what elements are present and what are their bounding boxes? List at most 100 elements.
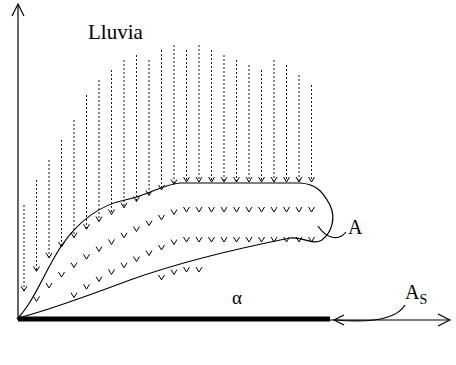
rain-label: Lluvia bbox=[88, 22, 143, 43]
rain-arrowhead bbox=[184, 177, 190, 182]
rain-arrowhead bbox=[234, 237, 240, 242]
rain-streak bbox=[311, 85, 312, 182]
rain-streak bbox=[24, 205, 25, 291]
rain-arrowhead bbox=[159, 275, 165, 280]
rain-arrowhead bbox=[296, 207, 302, 212]
rain-arrowhead bbox=[246, 177, 252, 182]
rain-arrowhead bbox=[171, 210, 177, 215]
surface-base bbox=[18, 317, 330, 322]
rain-arrowhead bbox=[84, 254, 90, 259]
rain-streak bbox=[49, 160, 50, 258]
film-label: A bbox=[348, 217, 362, 237]
rain-streak bbox=[174, 45, 175, 185]
rain-arrowhead bbox=[46, 253, 52, 258]
rain-arrowhead bbox=[71, 233, 77, 238]
rain-arrowhead bbox=[259, 237, 265, 242]
vertical-axis bbox=[17, 6, 18, 320]
rain-arrowhead bbox=[71, 263, 77, 268]
rain-arrowhead bbox=[159, 245, 165, 250]
rain-streak bbox=[236, 60, 237, 182]
rain-arrowhead bbox=[284, 207, 290, 212]
rain-arrowhead bbox=[234, 207, 240, 212]
rain-arrowhead bbox=[96, 247, 102, 252]
rain-arrowhead bbox=[84, 224, 90, 229]
rain-arrowhead bbox=[196, 237, 202, 242]
rain-arrowhead bbox=[184, 207, 190, 212]
rain-streak bbox=[161, 50, 162, 190]
axis-arrowhead bbox=[438, 314, 450, 326]
rain-arrowhead bbox=[146, 251, 152, 256]
rain-arrowhead bbox=[196, 177, 202, 182]
rain-arrowhead bbox=[34, 296, 40, 301]
rain-arrowhead bbox=[246, 207, 252, 212]
rain-streak bbox=[136, 55, 137, 202]
rain-arrowhead bbox=[109, 209, 115, 214]
rain-streak bbox=[86, 95, 87, 229]
rain-arrowhead bbox=[296, 177, 302, 182]
rain-arrowhead bbox=[134, 257, 140, 262]
rain-arrowhead bbox=[221, 237, 227, 242]
rain-arrowhead bbox=[134, 227, 140, 232]
rain-arrowhead bbox=[121, 203, 127, 208]
rain-arrowhead bbox=[284, 177, 290, 182]
rain-arrowhead bbox=[234, 177, 240, 182]
rain-arrowhead bbox=[171, 240, 177, 245]
rain-arrowhead bbox=[221, 177, 227, 182]
rain-arrowhead bbox=[309, 207, 315, 212]
rain-arrowhead bbox=[46, 283, 52, 288]
rain-streak bbox=[124, 60, 125, 208]
rain-arrowhead bbox=[121, 263, 127, 268]
rain-arrowhead bbox=[184, 267, 190, 272]
rain-arrowhead bbox=[109, 239, 115, 244]
rain-streak bbox=[61, 140, 62, 247]
rain-arrowhead bbox=[109, 269, 115, 274]
slope-angle-label: α bbox=[232, 288, 242, 307]
rain-arrowhead bbox=[159, 215, 165, 220]
rain-streak bbox=[211, 50, 212, 182]
rain-streak bbox=[74, 120, 75, 238]
rain-streak bbox=[286, 65, 287, 182]
rain-streak bbox=[111, 70, 112, 214]
rain-streak bbox=[36, 180, 37, 271]
axis-arrowhead bbox=[12, 4, 24, 16]
horizontal-axis bbox=[18, 319, 448, 320]
rain-arrowhead bbox=[209, 177, 215, 182]
rain-arrowhead bbox=[259, 177, 265, 182]
rain-arrowhead bbox=[146, 221, 152, 226]
rain-arrowhead bbox=[309, 177, 315, 182]
rain-streak bbox=[249, 65, 250, 182]
rain-arrowhead bbox=[96, 217, 102, 222]
rain-streak bbox=[224, 55, 225, 182]
rain-arrowhead bbox=[209, 207, 215, 212]
rain-streak bbox=[299, 75, 300, 182]
rain-arrowhead bbox=[259, 207, 265, 212]
rain-arrowhead bbox=[271, 177, 277, 182]
rain-streak bbox=[99, 80, 100, 222]
rain-streak bbox=[199, 45, 200, 182]
rain-arrowhead bbox=[84, 284, 90, 289]
rain-streak bbox=[261, 70, 262, 182]
rain-arrowhead bbox=[221, 207, 227, 212]
water-film-outline bbox=[18, 183, 333, 318]
rain-arrowhead bbox=[34, 266, 40, 271]
rain-streak bbox=[149, 60, 150, 196]
leader-arrowhead bbox=[334, 315, 344, 325]
rain-arrowhead bbox=[96, 277, 102, 282]
rain-arrowhead bbox=[59, 272, 65, 277]
rain-arrowhead bbox=[196, 267, 202, 272]
rain-arrowhead bbox=[196, 207, 202, 212]
rain-arrowhead bbox=[184, 237, 190, 242]
rain-arrowhead bbox=[271, 207, 277, 212]
rain-arrowhead bbox=[71, 293, 77, 298]
rain-arrowhead bbox=[121, 233, 127, 238]
rain-streak bbox=[274, 60, 275, 182]
rain-streaks bbox=[21, 45, 315, 301]
leader-line bbox=[336, 305, 405, 321]
rain-arrowhead bbox=[246, 237, 252, 242]
rain-arrowhead bbox=[209, 237, 215, 242]
rain-arrowhead bbox=[171, 270, 177, 275]
surface-label: AS bbox=[405, 282, 427, 307]
rain-arrowhead bbox=[21, 286, 27, 291]
